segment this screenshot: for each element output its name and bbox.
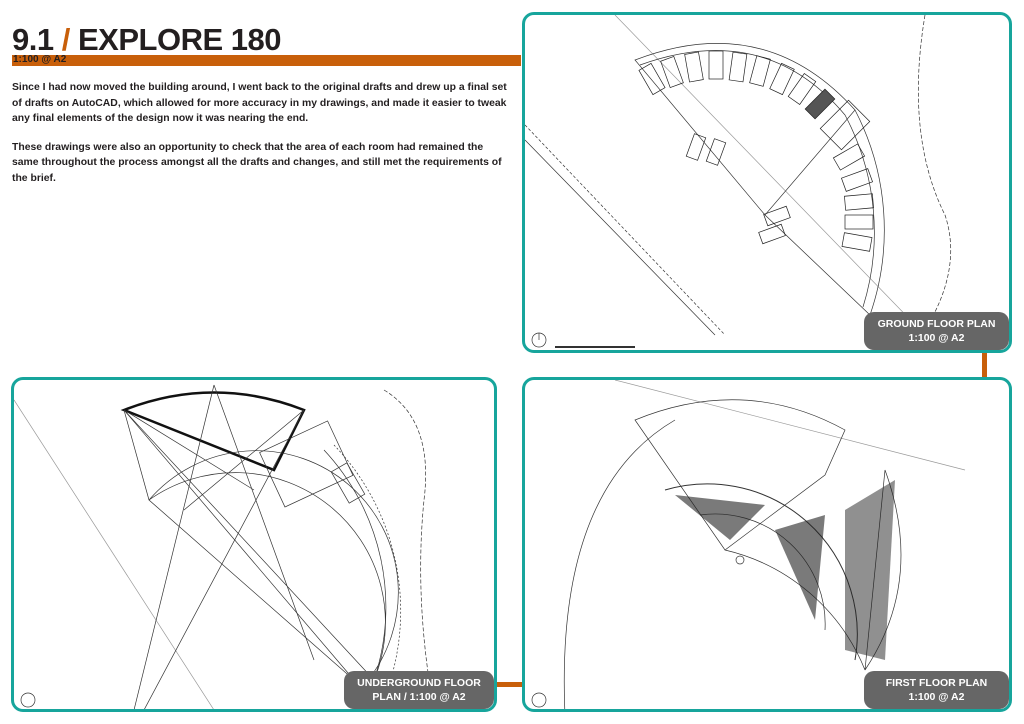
connector xyxy=(494,682,525,687)
underground-floor-plan-panel[interactable]: UNDERGROUND FLOOR PLAN / 1:100 @ A2 xyxy=(11,377,497,712)
ground-floor-plan-panel[interactable]: GROUND FLOOR PLAN 1:100 @ A2 xyxy=(522,12,1012,353)
paragraph: Since I had now moved the building aroun… xyxy=(12,82,507,124)
title-bar xyxy=(12,55,521,66)
first-floor-label: FIRST FLOOR PLAN 1:100 @ A2 xyxy=(864,671,1009,709)
page-title: 9.1 / EXPLORE 180 xyxy=(12,24,281,56)
underground-floor-label: UNDERGROUND FLOOR PLAN / 1:100 @ A2 xyxy=(344,671,494,709)
label-line: GROUND FLOOR PLAN xyxy=(877,318,996,330)
label-line: FIRST FLOOR PLAN xyxy=(885,677,988,689)
ground-floor-drawing xyxy=(525,15,951,348)
label-line: PLAN / 1:100 @ A2 xyxy=(372,691,466,703)
title-slash: / xyxy=(61,22,71,57)
description: Since I had now moved the building aroun… xyxy=(12,80,512,199)
scale-subtitle: 1:100 @ A2 xyxy=(13,54,67,65)
first-floor-drawing xyxy=(531,380,966,709)
paragraph: These drawings were also an opportunity … xyxy=(12,141,502,184)
title-text: EXPLORE 180 xyxy=(77,22,281,57)
section-number: 9.1 xyxy=(12,22,54,57)
underground-floor-drawing xyxy=(14,384,435,709)
label-line: 1:100 @ A2 xyxy=(908,332,965,344)
label-line: UNDERGROUND FLOOR xyxy=(357,677,481,689)
first-floor-plan-panel[interactable]: FIRST FLOOR PLAN 1:100 @ A2 xyxy=(522,377,1012,712)
ground-floor-label: GROUND FLOOR PLAN 1:100 @ A2 xyxy=(864,312,1009,350)
connector xyxy=(982,350,987,380)
label-line: 1:100 @ A2 xyxy=(908,691,965,703)
